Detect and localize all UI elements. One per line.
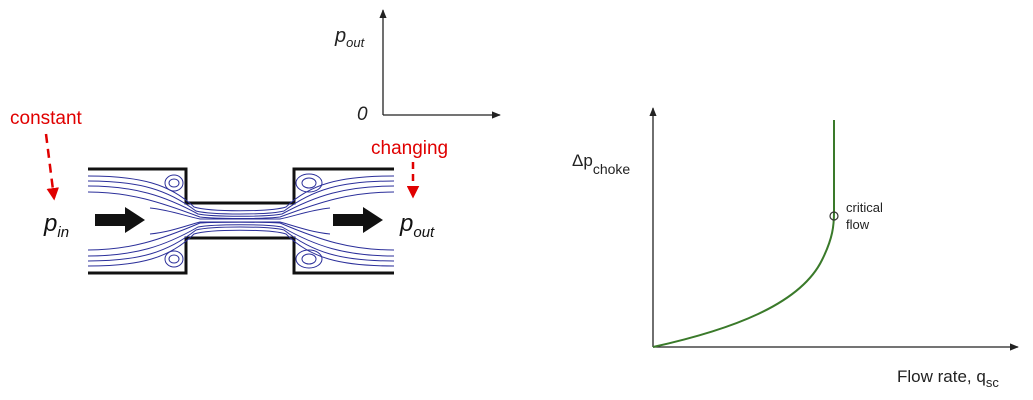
pout-axis-zero: 0 — [357, 104, 368, 125]
inflow-arrow-icon — [95, 207, 145, 233]
streamlines — [87, 173, 395, 269]
pout-label: pout — [399, 210, 435, 241]
choke-curve — [652, 120, 835, 348]
critical-label-line2: flow — [846, 217, 870, 232]
constant-label: constant — [10, 108, 83, 129]
chart-y-label: Δpchoke — [572, 151, 630, 177]
pipe-lower-wall — [88, 236, 394, 275]
pin-label: pin — [43, 210, 69, 241]
choke-chart: critical flow Δpchoke Flow rate, qsc — [572, 107, 1019, 390]
chart-x-label: Flow rate, qsc — [897, 367, 999, 390]
constant-arrow — [44, 133, 59, 201]
pipe-upper-wall — [88, 167, 394, 205]
pout-axis: pout 0 — [334, 9, 501, 125]
critical-flow-marker — [829, 211, 839, 221]
changing-label: changing — [371, 138, 448, 159]
critical-label-line1: critical — [846, 200, 883, 215]
outflow-arrow-icon — [333, 207, 383, 233]
pout-axis-label: pout — [334, 25, 366, 50]
pipe-walls — [88, 167, 394, 275]
